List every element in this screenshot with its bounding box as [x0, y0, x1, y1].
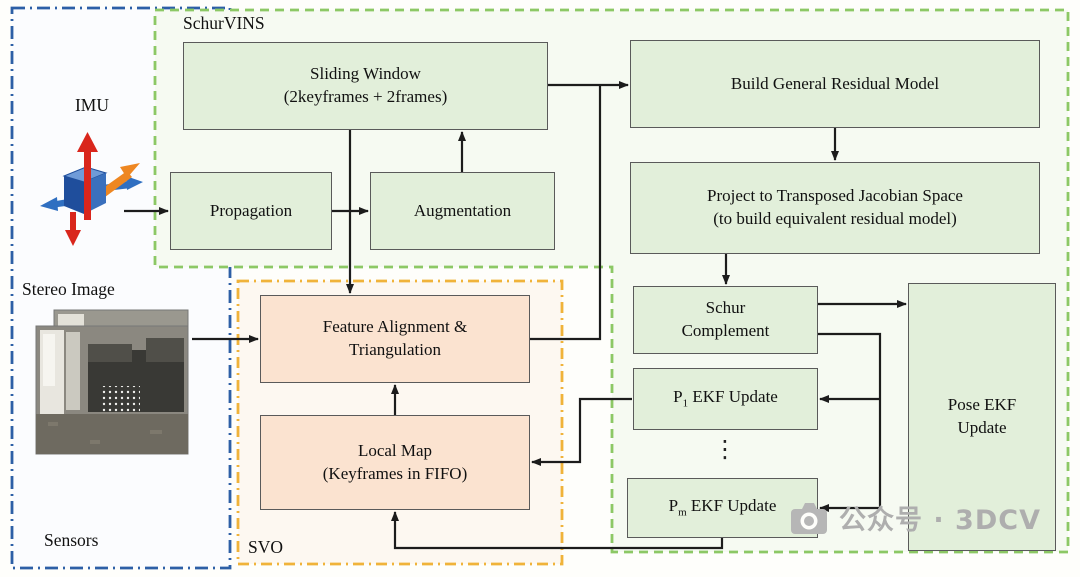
- node-label-line: Sliding Window: [310, 64, 421, 84]
- node-label-line: (Keyframes in FIFO): [322, 463, 468, 483]
- node-project-transposed-jacobian-space: Project to Transposed Jacobian Space (to…: [630, 162, 1040, 254]
- node-label-line: Propagation: [209, 200, 293, 220]
- watermark: 公众号 · 3DCV: [788, 498, 1041, 537]
- vertical-ellipsis: ⋮: [713, 435, 737, 463]
- node-pose-ekf-update: Pose EKF Update: [908, 283, 1056, 551]
- node-label-line: (to build equivalent residual model): [713, 209, 957, 228]
- node-label-line: Project to Transposed Jacobian Space: [707, 186, 963, 206]
- pm-subscript: m: [678, 506, 687, 519]
- sensors-region-label: Sensors: [44, 530, 99, 550]
- schurvins-region-border: [153, 8, 1070, 554]
- schurvins-region-label: SchurVINS: [183, 13, 265, 33]
- node-label-line: P1 EKF Update: [673, 386, 778, 411]
- p1-rest: EKF Update: [688, 387, 778, 407]
- p1-subscript: 1: [682, 397, 689, 410]
- imu-icon: [40, 132, 143, 246]
- node-label-line: Build General Residual Model: [730, 73, 940, 93]
- node-label-line: Triangulation: [349, 340, 441, 359]
- node-augmentation: Augmentation: [370, 172, 555, 250]
- node-label-line: Local Map: [357, 440, 433, 460]
- node-label-line: Schur: [705, 298, 746, 318]
- watermark-text: 公众号 · 3DCV: [839, 505, 1041, 536]
- arrow-pm-ekf-to-local-map: [391, 511, 724, 550]
- pm-rest: EKF Update: [686, 496, 777, 516]
- node-label-line: Feature Alignment &: [322, 317, 468, 337]
- node-feature-alignment-triangulation: Feature Alignment & Triangulation: [260, 295, 530, 383]
- arrow-schur-complement-to-pm-ekf: [818, 332, 882, 512]
- node-label-line: (2keyframes + 2frames): [283, 87, 448, 106]
- flow-arrows: [124, 81, 907, 550]
- p1-symbol: P: [673, 387, 683, 407]
- node-pm-ekf-update: Pm EKF Update: [627, 478, 818, 538]
- node-label-line: Complement: [681, 321, 770, 340]
- pm-symbol: P: [668, 496, 679, 516]
- node-label-line: Pm EKF Update: [669, 495, 777, 520]
- arrow-p1-ekf-to-local-map: [531, 397, 632, 466]
- camera-icon: [791, 502, 827, 534]
- line-feature-alignment-to-residual-join: [530, 85, 602, 341]
- node-build-general-residual-model: Build General Residual Model: [630, 40, 1040, 128]
- node-sliding-window: Sliding Window (2keyframes + 2frames): [183, 42, 548, 130]
- node-label-line: Augmentation: [413, 200, 512, 220]
- node-schur-complement: Schur Complement: [633, 286, 818, 354]
- stereo-image-thumbnail: [35, 309, 189, 455]
- node-propagation: Propagation: [170, 172, 332, 250]
- imu-label: IMU: [74, 95, 110, 115]
- node-label-line: Pose EKF: [947, 395, 1017, 415]
- node-p1-ekf-update: P1 EKF Update: [633, 368, 818, 430]
- svo-region-label: SVO: [248, 537, 284, 557]
- node-local-map: Local Map (Keyframes in FIFO): [260, 415, 530, 510]
- stereo-image-label: Stereo Image: [22, 279, 115, 299]
- node-label-line: Update: [957, 418, 1007, 437]
